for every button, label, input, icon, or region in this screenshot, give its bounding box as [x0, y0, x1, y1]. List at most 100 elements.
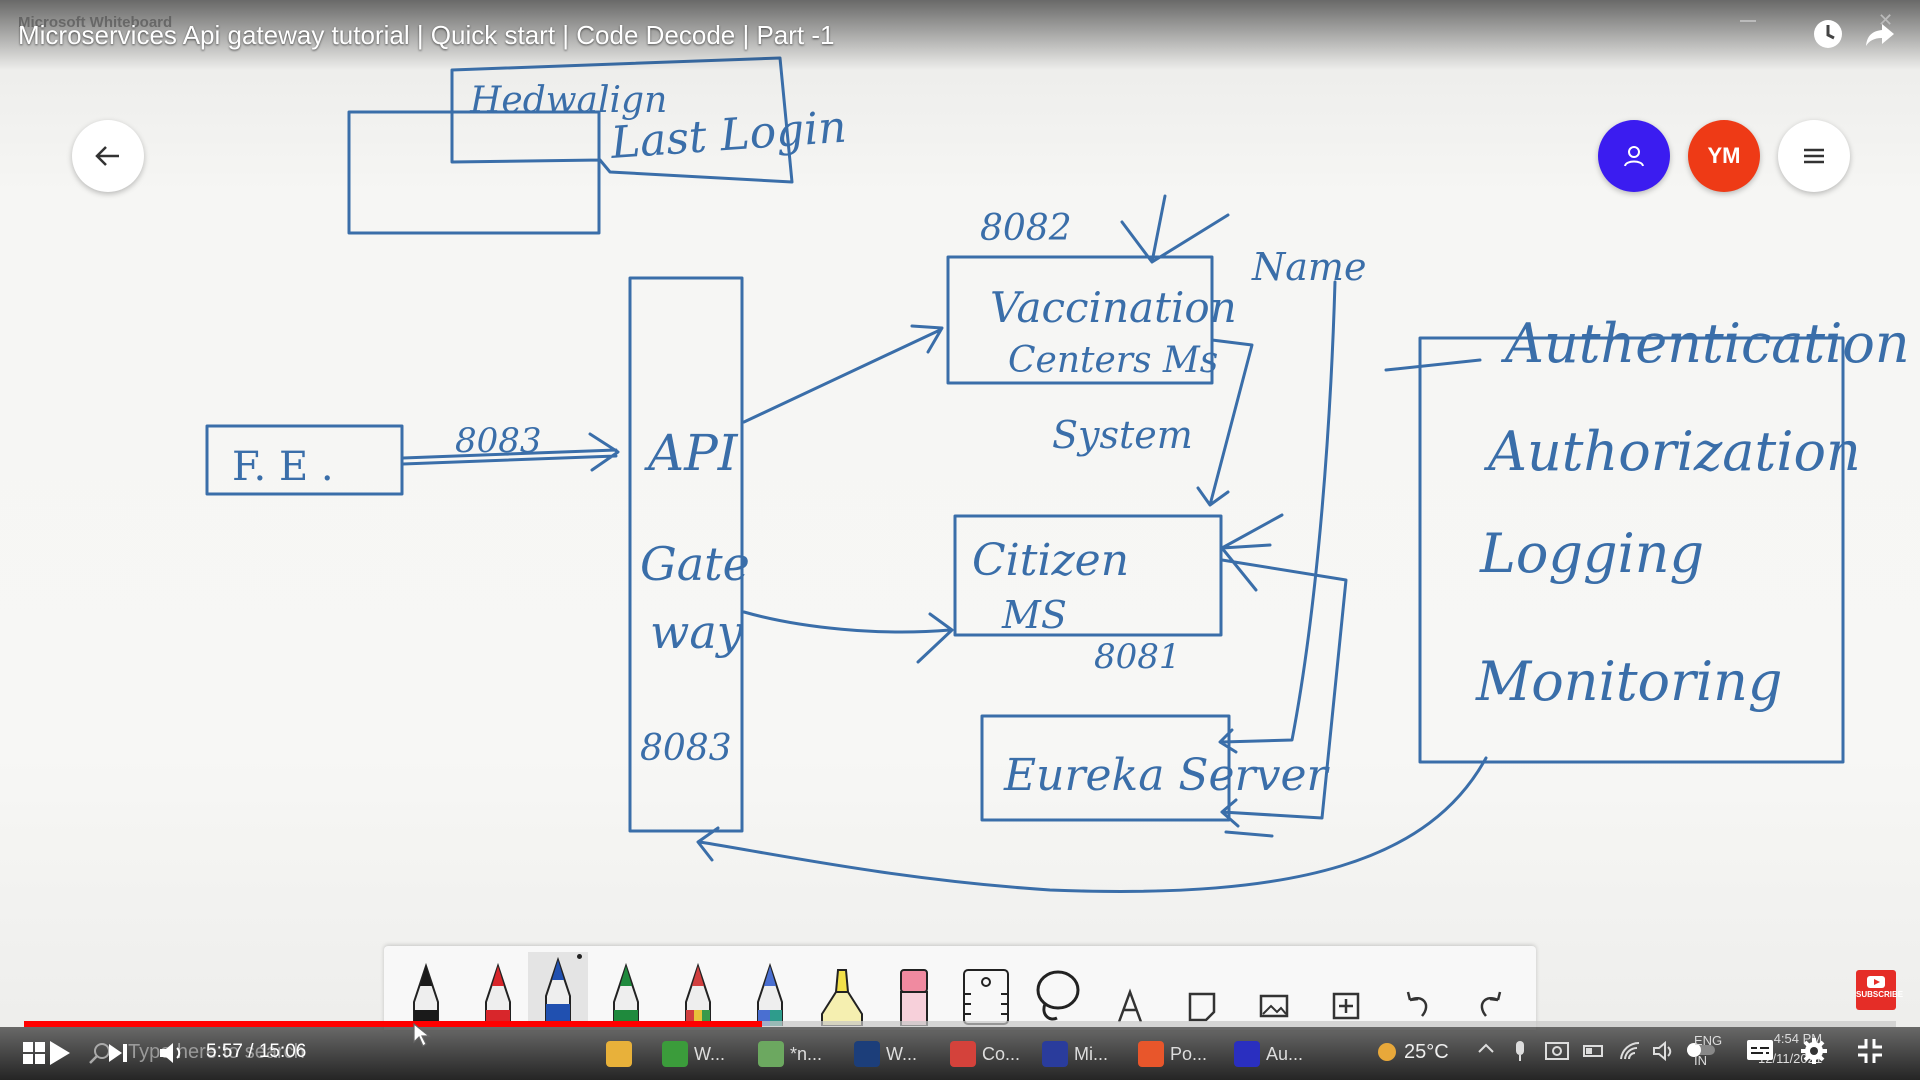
- fe-port: 8083: [455, 421, 542, 461]
- watch-later-icon[interactable]: [1810, 16, 1846, 52]
- video-title[interactable]: Microservices Api gateway tutorial | Qui…: [18, 20, 835, 50]
- vacc-connector-lines: [1120, 194, 1230, 264]
- ruler-tool[interactable]: [956, 952, 1016, 1026]
- taskbar-app-1[interactable]: W...: [662, 1037, 725, 1071]
- taskbar-app-4[interactable]: Co...: [950, 1037, 1020, 1071]
- pen-black-tool[interactable]: [396, 952, 456, 1026]
- citizen-label-2: MS: [1001, 593, 1067, 637]
- play-icon: [50, 1041, 70, 1065]
- taskbar-app-5[interactable]: Mi...: [1042, 1037, 1108, 1071]
- weather-icon[interactable]: [1374, 1039, 1400, 1070]
- windows-start-icon[interactable]: [22, 1035, 46, 1071]
- image-tool[interactable]: [1244, 952, 1304, 1026]
- gear-icon: [1801, 1038, 1827, 1064]
- pen-icon: [613, 962, 639, 1026]
- image-icon: [1259, 994, 1289, 1018]
- taskbar-app-label: Po...: [1170, 1043, 1208, 1064]
- taskbar-app-label: Mi...: [1074, 1043, 1108, 1064]
- back-button[interactable]: [72, 120, 144, 192]
- pen-icon: [685, 962, 711, 1026]
- eraser-tool[interactable]: [884, 952, 944, 1026]
- subscribe-watermark[interactable]: SUBSCRIBE: [1856, 970, 1903, 1010]
- arrow-left-icon: [95, 146, 119, 166]
- taskbar-app-6[interactable]: Po...: [1138, 1037, 1207, 1071]
- battery-icon[interactable]: [1582, 1039, 1606, 1068]
- api-label-3: way: [650, 605, 744, 659]
- lasso-tool[interactable]: [1028, 952, 1088, 1026]
- eureka-label: Eureka Server: [1003, 750, 1331, 801]
- autoplay-toggle[interactable]: [1686, 1039, 1716, 1066]
- taskbar-app-7[interactable]: Au...: [1234, 1037, 1303, 1071]
- vacc-to-citizen-arrow: [1196, 338, 1254, 507]
- app-title: Microsoft Whiteboard: [18, 14, 173, 31]
- next-button[interactable]: [106, 1035, 130, 1071]
- time-total: 15:06: [258, 1041, 307, 1062]
- insert-tool[interactable]: [1316, 952, 1376, 1026]
- pen-icon: [413, 962, 439, 1026]
- api-port: 8083: [640, 728, 732, 769]
- speaker-icon[interactable]: [1652, 1039, 1676, 1068]
- taskbar-app-3[interactable]: W...: [854, 1037, 917, 1071]
- lang-bottom: IN: [1694, 1053, 1707, 1068]
- text-tool[interactable]: [1100, 952, 1160, 1026]
- time-display: 5:57 / 15:06: [206, 1041, 306, 1063]
- top-note-1: Hedwalign: [469, 80, 667, 121]
- capture-icon[interactable]: [1544, 1039, 1570, 1068]
- eureka-box: [980, 714, 1231, 822]
- pen-galaxy-tool[interactable]: [740, 952, 800, 1026]
- chevron-up-icon[interactable]: [1476, 1039, 1496, 1064]
- mouse-pointer-icon: [412, 1022, 432, 1053]
- progress-bar[interactable]: [24, 1021, 1896, 1027]
- pen-blue-tool[interactable]: [528, 952, 588, 1026]
- ruler-icon: [963, 969, 1009, 1025]
- pen-icon: [485, 962, 511, 1026]
- avatar[interactable]: YM: [1688, 120, 1760, 192]
- undo-icon: [1406, 991, 1428, 1017]
- redo-button[interactable]: [1460, 952, 1520, 1026]
- pen-red-tool[interactable]: [468, 952, 528, 1026]
- skip-next-icon: [109, 1044, 127, 1062]
- menu-button[interactable]: [1778, 120, 1850, 192]
- concern-4: Monitoring: [1475, 650, 1783, 713]
- taskbar-app-label: Co...: [982, 1043, 1021, 1064]
- temperature[interactable]: 25°C: [1404, 1041, 1449, 1063]
- undo-button[interactable]: [1388, 952, 1448, 1026]
- settings-button[interactable]: [1800, 1037, 1828, 1070]
- vaccination-box: [946, 255, 1214, 385]
- exit-fullscreen-button[interactable]: [1856, 1037, 1884, 1070]
- highlighter-tool[interactable]: [812, 952, 872, 1026]
- concern-2: Authorization: [1483, 420, 1861, 483]
- captions-icon: [1747, 1040, 1773, 1060]
- pen-green-tool[interactable]: [596, 952, 656, 1026]
- lasso-icon: [1036, 970, 1080, 1021]
- pen-icon: [545, 956, 571, 1026]
- taskbar-app-0[interactable]: [606, 1037, 638, 1071]
- citizen-box: [953, 514, 1223, 637]
- youtube-play-icon: [1867, 976, 1885, 988]
- concerns-box: [1418, 336, 1845, 764]
- captions-button[interactable]: [1746, 1037, 1774, 1068]
- video-top-overlay: [0, 0, 1920, 70]
- microphone-icon[interactable]: [1512, 1039, 1528, 1068]
- clock-time: 4:54 PM: [1773, 1031, 1823, 1046]
- fe-label: F. E .: [232, 444, 334, 490]
- player-controls: Type here to search 5:57 / 15:06 W...*n.…: [0, 1027, 1920, 1080]
- gateway-to-vacc-arrow: [742, 324, 944, 424]
- pen-rainbow-tool[interactable]: [668, 952, 728, 1026]
- notepad-icon: [758, 1041, 784, 1067]
- volume-button[interactable]: [158, 1035, 186, 1071]
- share-icon[interactable]: [1862, 16, 1898, 52]
- audacity-icon: [1234, 1041, 1260, 1067]
- taskbar-app-label: *n...: [790, 1043, 823, 1064]
- note-tool[interactable]: [1172, 952, 1232, 1026]
- participants-button[interactable]: [1598, 120, 1670, 192]
- hamburger-icon: [1804, 148, 1824, 164]
- whiteboard-icon: [1042, 1041, 1068, 1067]
- play-button[interactable]: [46, 1035, 72, 1071]
- taskbar-app-2[interactable]: *n...: [758, 1037, 822, 1071]
- wifi-icon[interactable]: [1618, 1039, 1642, 1068]
- concern-1: Authentication: [1500, 312, 1910, 375]
- person-icon: [1624, 146, 1644, 167]
